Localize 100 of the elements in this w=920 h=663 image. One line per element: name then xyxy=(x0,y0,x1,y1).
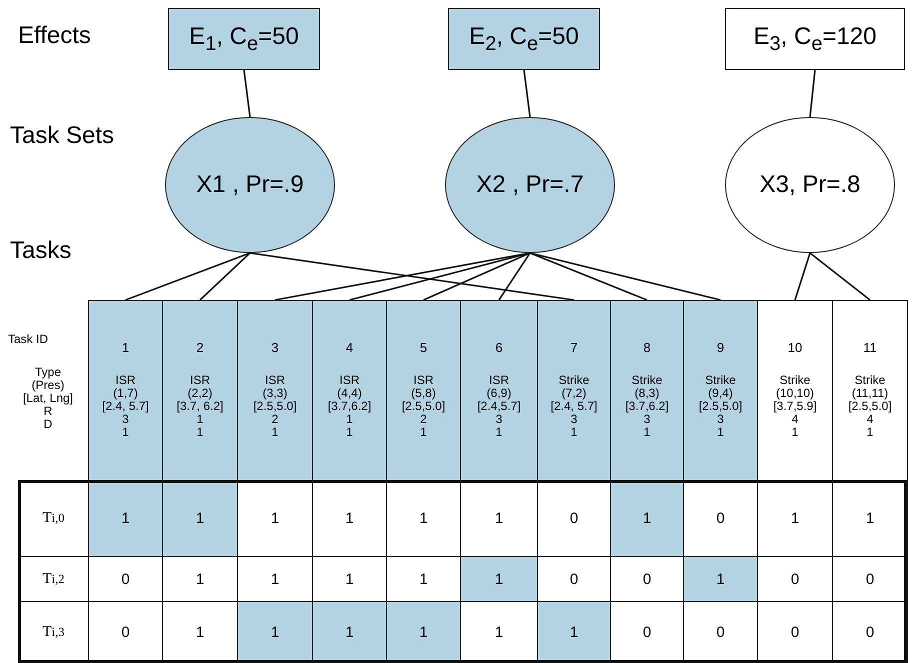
row-header: R xyxy=(44,405,52,418)
task-d-value: 1 xyxy=(496,426,502,439)
task-set-label: X2 , Pr=.7 xyxy=(476,171,584,199)
task-type: ISR xyxy=(190,374,210,387)
table-cell: 1 xyxy=(237,601,313,663)
task-r-value: 4 xyxy=(866,413,874,426)
task-location: [3.7,5.9] xyxy=(773,400,817,413)
heading: Effects xyxy=(18,22,91,50)
task-d-value: 1 xyxy=(570,426,578,439)
task-column xyxy=(162,300,238,481)
task-d-value: 1 xyxy=(866,426,874,439)
table-cell: 1 xyxy=(312,601,387,663)
heading: Tasks xyxy=(10,237,72,265)
effect-box xyxy=(725,8,905,70)
task-pres: (6,9) xyxy=(486,387,512,400)
task-id: 10 xyxy=(788,341,802,354)
task-pres: (1,7) xyxy=(113,387,138,400)
task-d-value: 1 xyxy=(122,426,129,439)
task-location: [3.7,6.2] xyxy=(328,400,372,413)
task-location: [2.5,5.0] xyxy=(698,400,742,413)
task-pres: (8,3) xyxy=(634,387,660,400)
task-id: 1 xyxy=(122,341,130,354)
task-r-value: 1 xyxy=(346,413,353,426)
task-type: ISR xyxy=(413,374,434,387)
task-r-value: 4 xyxy=(792,413,798,426)
task-location: [2.4, 5.7] xyxy=(550,400,598,413)
task-d-value: 1 xyxy=(420,426,427,439)
task-set-label: X3, Pr=.8 xyxy=(760,171,860,199)
connector-line xyxy=(794,252,811,300)
task-pres: (4,4) xyxy=(337,387,362,400)
row-header: [Lat, Lng] xyxy=(22,392,74,405)
task-d-value: 1 xyxy=(196,426,204,439)
task-pres: (11,11) xyxy=(852,387,888,400)
task-id: 6 xyxy=(495,341,503,354)
connector-line xyxy=(498,252,531,300)
task-d-value: 1 xyxy=(644,426,650,439)
task-pres: (5,8) xyxy=(411,387,436,400)
task-column xyxy=(237,300,313,481)
row-header: Type xyxy=(34,366,61,379)
connector-line xyxy=(809,70,816,118)
task-location: [2.5,5.0] xyxy=(253,400,297,413)
task-pres: (9,4) xyxy=(708,387,733,400)
table-cell: 1 xyxy=(683,556,758,602)
task-location: [2.5,5.0] xyxy=(848,400,892,413)
task-d-value: 1 xyxy=(717,426,724,439)
task-pres: (3,3) xyxy=(262,387,288,400)
task-id: 11 xyxy=(863,341,877,354)
task-location: [3.7,6.2] xyxy=(625,400,669,413)
task-r-value: 3 xyxy=(570,413,578,426)
task-type: Strike xyxy=(854,374,886,387)
row-header: (Pres) xyxy=(32,379,64,392)
connector-line xyxy=(125,252,250,301)
table-cell: 1 xyxy=(537,601,611,663)
row-header: Task ID xyxy=(8,333,48,346)
task-column xyxy=(460,300,538,481)
effect-label: E$_{2}$, C$_{e}$=50 xyxy=(469,22,579,56)
connector-line xyxy=(530,252,648,301)
task-type: Strike xyxy=(632,374,662,387)
task-column xyxy=(537,300,611,481)
task-column xyxy=(683,300,758,481)
effect-label: E$_{1}$, C$_{e}$=50 xyxy=(189,22,299,56)
task-type: Strike xyxy=(558,374,590,387)
connector-line xyxy=(423,252,530,301)
task-column xyxy=(610,300,684,481)
table-cell: 1 xyxy=(610,480,684,557)
row-header: D xyxy=(44,418,52,431)
task-location: [2.4,5.7] xyxy=(477,400,521,413)
task-r-value: 3 xyxy=(644,413,650,426)
table-cell: 1 xyxy=(88,480,163,557)
task-type: ISR xyxy=(488,374,509,387)
connector-line xyxy=(530,252,721,301)
task-type: ISR xyxy=(264,374,285,387)
task-type: Strike xyxy=(705,374,736,387)
task-d-value: 1 xyxy=(346,426,353,439)
table-cell: 1 xyxy=(460,556,538,602)
task-r-value: 3 xyxy=(496,413,502,426)
task-set-label: X1 , Pr=.9 xyxy=(196,171,304,199)
task-type: ISR xyxy=(115,374,136,387)
task-pres: (2,2) xyxy=(188,387,212,400)
task-id: 9 xyxy=(716,341,724,354)
heading: Task Sets xyxy=(10,122,114,150)
connector-line xyxy=(243,70,251,118)
task-id: 4 xyxy=(346,341,354,354)
task-id: 8 xyxy=(643,341,651,354)
task-id: 7 xyxy=(570,341,578,354)
task-r-value: 3 xyxy=(717,413,724,426)
task-location: [2.4, 5.7] xyxy=(102,400,149,413)
task-d-value: 1 xyxy=(272,426,278,439)
task-pres: (7,2) xyxy=(562,387,586,400)
task-column xyxy=(312,300,387,481)
effect-box xyxy=(448,8,600,70)
task-r-value: 2 xyxy=(272,413,278,426)
task-column xyxy=(832,300,908,481)
task-type: ISR xyxy=(339,374,360,387)
task-type: Strike xyxy=(780,374,810,387)
effect-label: E$_{3}$, C$_{e}$=120 xyxy=(754,22,876,56)
connector-line xyxy=(250,252,574,301)
task-id: 5 xyxy=(420,341,428,354)
task-location: [3.7, 6.2] xyxy=(176,400,224,413)
task-column xyxy=(88,300,163,481)
